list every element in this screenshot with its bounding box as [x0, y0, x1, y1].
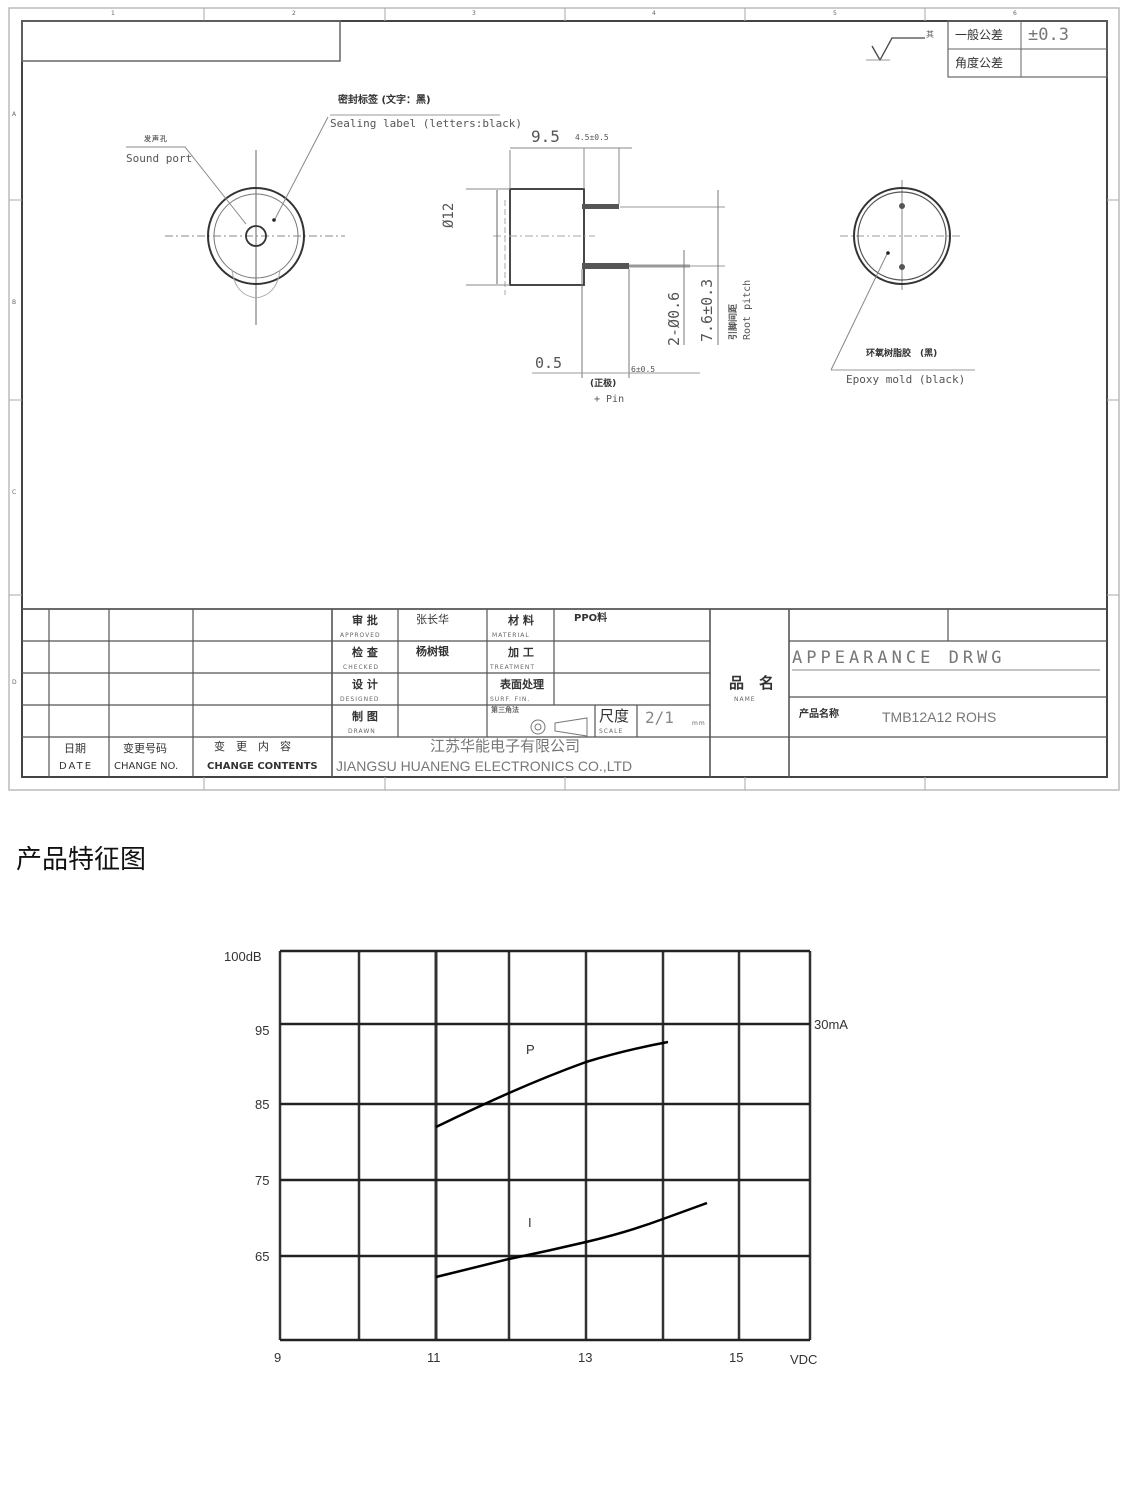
- name-cn: 品 名: [729, 674, 775, 692]
- pitch-cn-label: 引脚间距: [729, 303, 739, 340]
- sealing-label-cn: 密封标签 (文字：黑): [338, 95, 431, 106]
- product-name-value: TMB12A12 ROHS: [882, 709, 997, 725]
- drawn-cn: 制 图: [352, 710, 378, 723]
- dim-pin-protrude: 6±0.5: [631, 365, 656, 374]
- name-en: NAME: [734, 696, 756, 703]
- sealing-label-en: Sealing label (letters:black): [330, 117, 523, 130]
- scale-value: 2/1: [645, 708, 674, 727]
- checked-value: 杨树银: [416, 645, 449, 658]
- drawing-title: APPEARANCE DRWG: [792, 648, 1006, 668]
- y-tick-100: 100dB: [224, 949, 262, 964]
- surface-symbol-label: 其: [926, 30, 935, 39]
- dim-offset: 0.5: [535, 354, 563, 372]
- series-p-label: P: [526, 1042, 535, 1057]
- material-value: PPO料: [574, 613, 608, 624]
- dim-pin-length: 4.5±0.5: [575, 133, 609, 142]
- series-p-line: [435, 1040, 669, 1129]
- approved-value: 张长华: [416, 613, 449, 626]
- checked-cn: 检 查: [352, 646, 378, 659]
- zone-col-5: 5: [833, 10, 838, 17]
- angle-tolerance-label: 角度公差: [955, 56, 1004, 70]
- change-no-cn: 变更号码: [123, 742, 167, 755]
- projection-method: 第三角法: [491, 706, 519, 714]
- y-tick-75: 75: [255, 1173, 270, 1188]
- change-no-en: CHANGE NO.: [114, 761, 179, 772]
- dim-pin-diameter: 2-Ø0.6: [665, 291, 683, 346]
- chart-plot: [278, 949, 812, 1342]
- x-tick-11: 11: [427, 1350, 441, 1365]
- material-en: MATERIAL: [492, 632, 530, 639]
- y-tick-85: 85: [255, 1097, 270, 1112]
- company-name-en: JIANGSU HUANENG ELECTRONICS CO.,LTD: [336, 758, 633, 774]
- zone-col-4: 4: [652, 10, 657, 17]
- zone-row-c: C: [12, 489, 18, 496]
- characteristic-chart: 100dB 95 85 75 65 9 11 13 15 VDC 30mA P …: [0, 930, 1125, 1380]
- y-tick-95: 95: [255, 1023, 270, 1038]
- designed-cn: 设 计: [352, 678, 378, 691]
- zone-row-b: B: [12, 299, 18, 306]
- date-cn: 日期: [64, 742, 86, 755]
- x-axis-label: VDC: [790, 1352, 818, 1367]
- zone-row-d: D: [12, 679, 18, 686]
- company-name-cn: 江苏华能电子有限公司: [430, 738, 581, 755]
- epoxy-en-label: Epoxy mold (black): [846, 373, 966, 386]
- dim-pitch: 7.6±0.3: [698, 278, 716, 342]
- product-name-label: 产品名称: [799, 709, 839, 720]
- y-tick-65: 65: [255, 1249, 270, 1264]
- zone-row-a: A: [12, 111, 18, 118]
- change-contents-en: CHANGE CONTENTS: [207, 761, 318, 772]
- approved-en: APPROVED: [340, 632, 381, 639]
- series-i-label: I: [528, 1215, 532, 1230]
- zone-col-1: 1: [111, 10, 116, 17]
- x-tick-15: 15: [729, 1350, 744, 1365]
- designed-en: DESIGNED: [340, 696, 380, 703]
- surface-en: SURF. FIN.: [490, 696, 531, 703]
- checked-en: CHECKED: [343, 664, 380, 671]
- scale-cn: 尺度: [599, 707, 630, 725]
- sound-port-cn-label: 发声孔: [144, 135, 168, 143]
- drawing-linework: [8, 7, 1120, 791]
- pitch-en-label: Root pitch: [742, 279, 753, 340]
- approved-cn: 审 批: [352, 614, 378, 627]
- zone-col-2: 2: [292, 10, 297, 17]
- change-contents-cn: 变 更 内 容: [214, 740, 291, 753]
- date-en: DATE: [59, 761, 94, 772]
- general-tolerance-label: 一般公差: [955, 28, 1004, 42]
- surface-cn: 表面处理: [500, 678, 544, 691]
- engineering-drawing: 1 2 3 4 5 6 A B C D 其 一般公差 ±0.3 角度公差 发声孔…: [8, 7, 1120, 791]
- positive-pin-cn: (正极): [590, 379, 617, 389]
- scale-unit: mm: [692, 720, 706, 727]
- dim-diameter: Ø12: [441, 202, 457, 228]
- dim-length: 9.5: [531, 127, 560, 146]
- series-i-line: [435, 1201, 708, 1279]
- current-annotation: 30mA: [814, 1017, 848, 1032]
- treatment-en: TREATMENT: [490, 664, 536, 671]
- general-tolerance-value: ±0.3: [1028, 25, 1069, 45]
- x-tick-13: 13: [578, 1350, 593, 1365]
- treatment-cn: 加 工: [508, 646, 534, 659]
- section-heading: 产品特征图: [16, 845, 147, 875]
- epoxy-cn-label: 环氧树脂胶 (黑): [866, 349, 938, 359]
- zone-col-6: 6: [1013, 10, 1018, 17]
- drawn-en: DRAWN: [348, 728, 376, 735]
- x-tick-9: 9: [274, 1350, 282, 1365]
- scale-en: SCALE: [599, 728, 624, 735]
- sound-port-label: Sound port: [126, 152, 193, 165]
- zone-col-3: 3: [472, 10, 477, 17]
- positive-pin-en: + Pin: [594, 394, 625, 405]
- material-cn: 材 料: [508, 614, 534, 627]
